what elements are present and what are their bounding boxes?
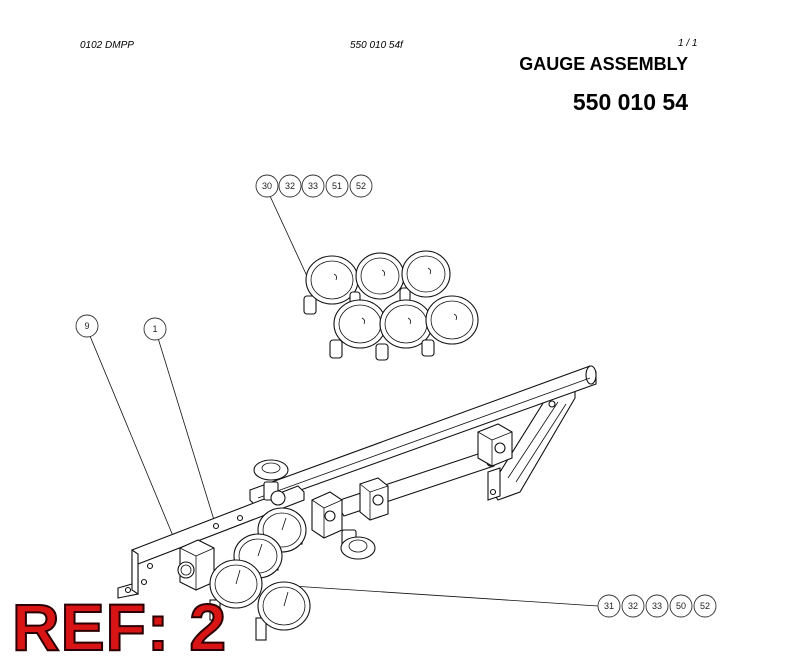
callout-1: 1 [143,317,167,341]
callout-label: 33 [308,181,318,191]
mounted-gauges [209,507,311,641]
drawing-title: GAUGE ASSEMBLY [519,54,688,74]
callout-label: 31 [604,601,614,611]
top-rod [249,365,597,507]
callout-label: 32 [628,601,638,611]
mounting-plate [117,485,305,599]
callout-label: 33 [652,601,662,611]
right-clamp [477,423,513,467]
callout-label: 52 [356,181,366,191]
gauge [421,295,479,357]
gauge [303,255,359,315]
mounted-gauge [255,581,311,641]
gauge [349,252,405,307]
callout-label: 9 [84,321,89,331]
document-code: 0102 DMPP [80,40,134,51]
callout-group-bottom: 31 32 33 50 52 [597,594,717,618]
callout-label: 1 [152,324,157,334]
valve-knob-upper [253,459,289,506]
mounted-gauge [209,559,263,621]
frame-bracket [487,381,576,501]
gauge [399,250,451,303]
callout-label: 30 [262,181,272,191]
callout-group-top: 30 32 33 51 52 [255,174,373,198]
valve-knob-lower [340,529,376,560]
callout-label: 51 [332,181,342,191]
part-reference: 550 010 54f [350,40,403,51]
exploded-gauge-group [303,250,479,361]
left-clamp [177,539,215,591]
callout-label: 32 [285,181,295,191]
page-number: 1 / 1 [678,38,698,49]
callout-label: 50 [676,601,686,611]
gauge [329,299,387,359]
callout-label: 52 [700,601,710,611]
ref-label: REF: 2 [11,590,228,664]
middle-clamp [359,477,389,521]
center-clamp [311,491,343,539]
callout-9: 9 [75,314,99,338]
assembly-number: 550 010 54 [572,89,688,115]
